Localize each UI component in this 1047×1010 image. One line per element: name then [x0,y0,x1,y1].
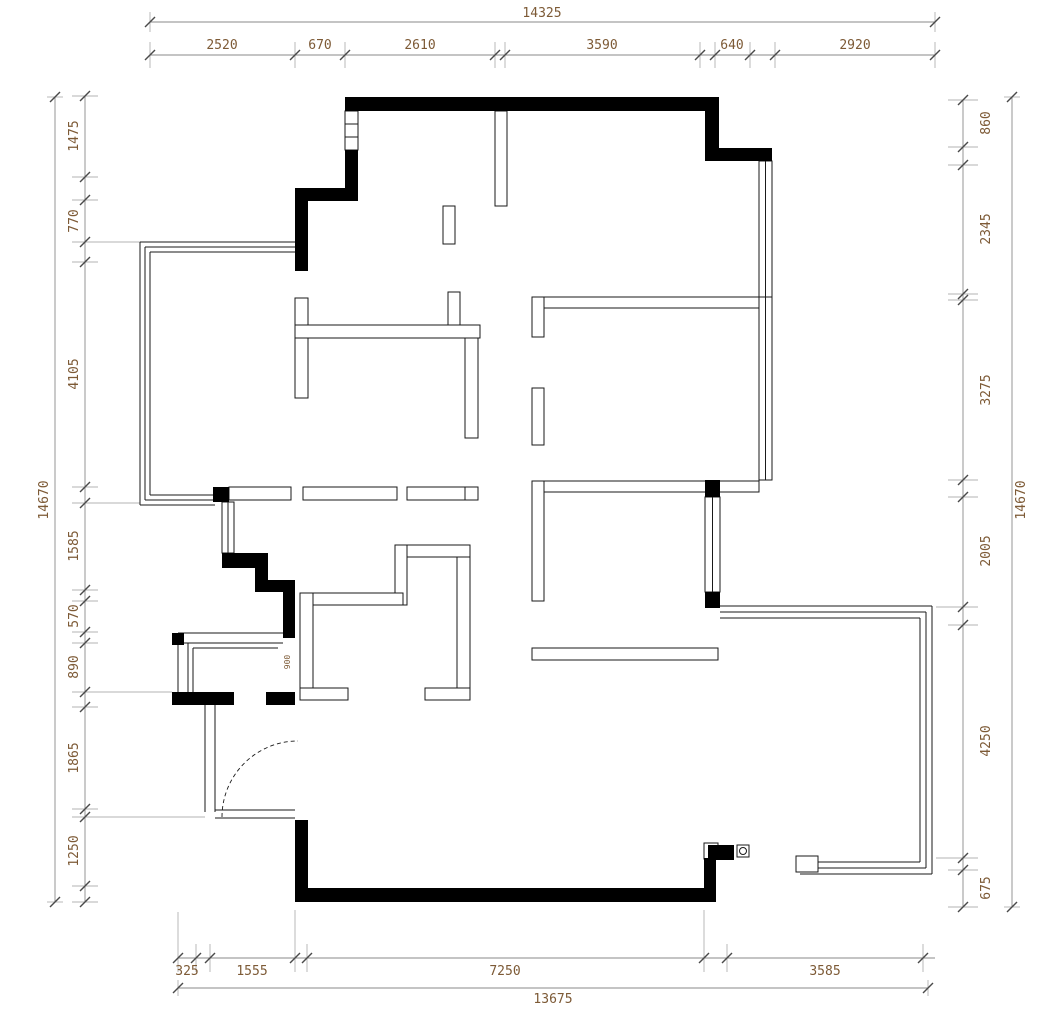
interior-partitions [228,110,508,701]
dim-left-3: 4105 [67,358,82,389]
dim-right-3: 3275 [979,374,994,405]
exterior-walls [172,97,772,902]
dim-left-chain: 1475 770 4105 1585 570 890 1865 1250 [67,90,205,908]
windows [221,110,773,860]
dim-top-overall-chain: 14325 [144,6,941,32]
storage-room: 900 [177,632,292,692]
dim-left-6: 890 [67,655,82,678]
dim-top-5: 640 [720,38,743,53]
dim-left-overall-text: 14670 [37,480,52,519]
dim-right-1: 860 [979,111,994,134]
dim-top-overall: 14325 [522,6,561,21]
dim-right-6: 675 [979,876,994,899]
dim-top-3: 2610 [404,38,435,53]
dim-right-overall: 14670 [1004,91,1029,913]
dim-right-5: 4250 [979,725,994,756]
window-top-left [344,110,359,151]
entry-door-swing-arc [221,740,299,818]
dim-right-chain: 860 2345 3275 2005 4250 675 [936,94,994,913]
dim-bottom-overall: 13675 [172,980,934,1007]
dim-top-4: 3590 [586,38,617,53]
dim-left-1: 1475 [67,120,82,151]
dim-left-2: 770 [67,209,82,232]
bedroom-walls [531,296,760,661]
dim-left-5: 570 [67,604,82,627]
dim-bottom-1: 325 [175,964,198,979]
left-balcony [139,241,295,506]
balcony-sill [795,855,819,873]
entry-area [204,705,299,819]
dim-top-2: 670 [308,38,331,53]
window-right-upper [758,160,773,481]
dim-left-8: 1250 [67,835,82,866]
dim-top-6: 2920 [839,38,870,53]
window-left-mid [221,501,235,554]
door-width-label: 900 [283,655,292,670]
dim-left-7: 1865 [67,742,82,773]
dim-bottom-overall-text: 13675 [533,992,572,1007]
dim-left-4: 1585 [67,530,82,561]
floor-drain-icon [736,844,750,858]
dim-bottom-2: 1555 [236,964,267,979]
dim-left-overall: 14670 [37,91,63,908]
dim-bottom-chain: 325 1555 7250 3585 [172,910,935,979]
window-right-mid [704,496,721,593]
right-balcony [720,605,933,875]
dim-right-2: 2345 [979,213,994,244]
dim-top-1: 2520 [206,38,237,53]
dim-bottom-4: 3585 [809,964,840,979]
dim-right-overall-text: 14670 [1014,480,1029,519]
dim-bottom-3: 7250 [489,964,520,979]
dim-right-4: 2005 [979,535,994,566]
dim-top-chain: 2520 670 2610 3590 640 2920 [144,38,941,68]
